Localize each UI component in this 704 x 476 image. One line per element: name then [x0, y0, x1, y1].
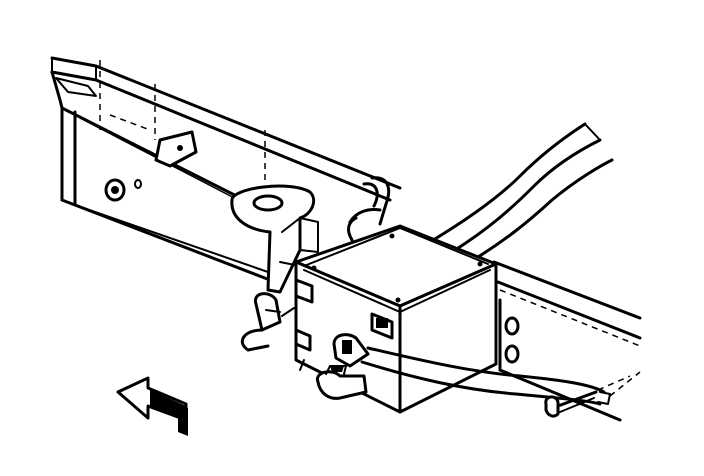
direction-arrow	[116, 376, 188, 436]
wiring-harness-lower	[332, 333, 641, 406]
frame-rail	[50, 56, 402, 282]
frame-rail-rear	[492, 260, 642, 422]
control-module	[294, 224, 498, 414]
electrical-connector-bottom	[299, 359, 368, 400]
exhaust-pipe	[418, 122, 614, 264]
mounting-bracket	[230, 184, 319, 294]
rail-bracket-tab	[154, 130, 198, 168]
mounting-bolt	[544, 375, 631, 418]
alignment-guides	[99, 60, 266, 185]
electrical-connector-left	[240, 292, 295, 352]
